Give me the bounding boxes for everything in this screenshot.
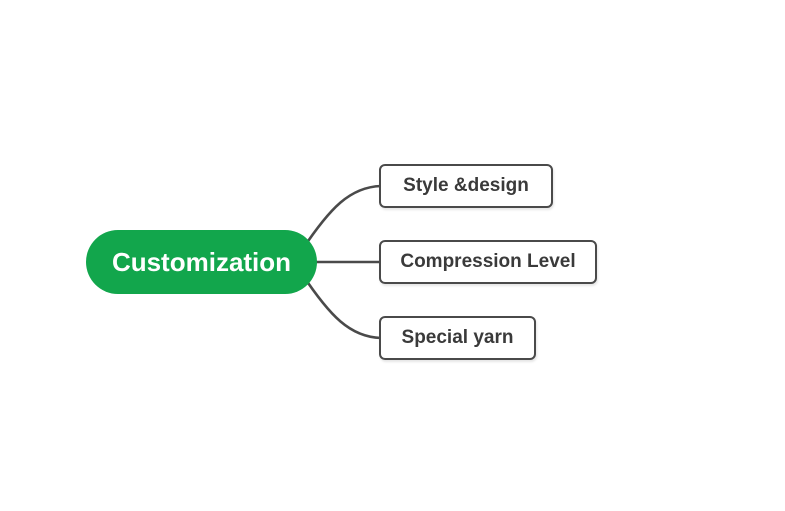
connector-root-to-special-yarn: [300, 272, 383, 340]
child-node-label: Style &design: [403, 175, 529, 196]
child-node-special-yarn[interactable]: Special yarn: [379, 316, 536, 360]
root-node-customization[interactable]: Customization: [86, 230, 317, 294]
root-node-label: Customization: [111, 246, 292, 277]
child-node-compression-level[interactable]: Compression Level: [379, 240, 597, 284]
child-node-label: Compression Level: [400, 251, 576, 272]
child-node-style-design[interactable]: Style &design: [379, 164, 553, 208]
connector-root-to-style-design: [300, 184, 383, 252]
child-node-label: Special yarn: [401, 327, 514, 348]
